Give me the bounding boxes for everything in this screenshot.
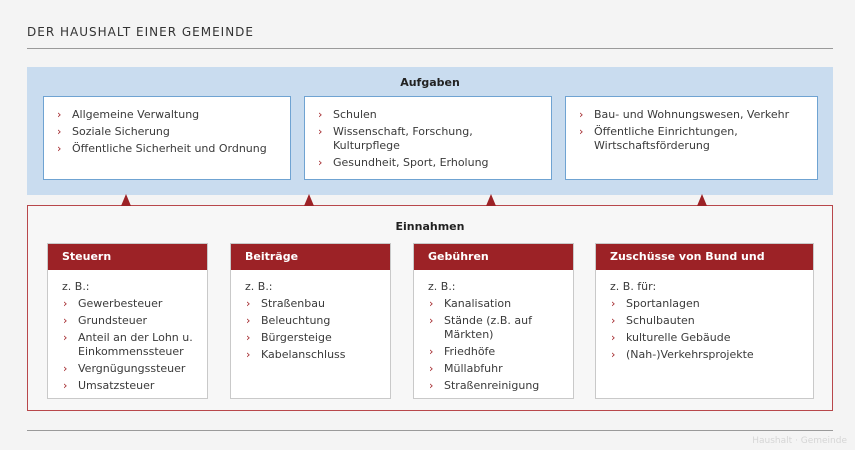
chevron-right-icon: › [429, 345, 434, 358]
list-item: ›Gewerbesteuer [63, 297, 163, 310]
chevron-right-icon: › [429, 362, 434, 375]
aufgaben-title: Aufgaben [400, 76, 460, 89]
einnahmen-title: Einnahmen [395, 220, 465, 233]
list-item: ›Grundsteuer [63, 314, 148, 327]
einnahmen-panel: Einnahmen Steuern z. B.: ›Gewerbesteuer … [27, 205, 833, 411]
aufgaben-box-2: ›Schulen ›Wissenschaft, Forschung, Kultu… [304, 96, 552, 180]
list-item: ›Kabelanschluss [246, 348, 346, 361]
chevron-right-icon: › [57, 142, 62, 155]
arrow-up-icon [697, 194, 707, 206]
chevron-right-icon: › [63, 314, 68, 327]
income-box-gebuehren: Gebühren z. B.: ›Kanalisation ›Stände (z… [413, 243, 574, 399]
list-item: ›Anteil an der Lohn u. Einkommenssteuer [63, 331, 193, 358]
list-item: ›Straßenbau [246, 297, 325, 310]
chevron-right-icon: › [318, 125, 323, 138]
page-title: DER HAUSHALT EINER GEMEINDE [27, 25, 255, 39]
aufgaben-panel: Aufgaben ›Allgemeine Verwaltung ›Soziale… [27, 67, 833, 195]
list-item: ›Allgemeine Verwaltung [57, 108, 200, 121]
arrow-up-icon [121, 194, 131, 206]
chevron-right-icon: › [318, 156, 323, 169]
list-item: ›Bau- und Wohnungswesen, Verkehr [579, 108, 790, 121]
chevron-right-icon: › [611, 348, 616, 361]
list-item: ›Öffentliche Sicherheit und Ordnung [57, 142, 267, 155]
watermark: Haushalt · Gemeinde [752, 436, 847, 446]
income-intro: z. B.: [62, 280, 90, 293]
list-item: ›Stände (z.B. auf Märkten) [429, 314, 532, 341]
chevron-right-icon: › [246, 314, 251, 327]
chevron-right-icon: › [429, 379, 434, 392]
list-item: ›Müllabfuhr [429, 362, 503, 375]
income-intro: z. B.: [245, 280, 273, 293]
income-box-header: Zuschüsse von Bund und Ländern [596, 244, 813, 289]
list-item: ›Beleuchtung [246, 314, 331, 327]
chevron-right-icon: › [579, 125, 584, 138]
list-item: ›Vergnügungssteuer [63, 362, 186, 375]
chevron-right-icon: › [57, 108, 62, 121]
chevron-right-icon: › [611, 297, 616, 310]
income-box-zuschuesse: Zuschüsse von Bund und Ländern z. B. für… [595, 243, 814, 399]
income-intro: z. B.: [428, 280, 456, 293]
list-item: ›(Nah-)Verkehrsprojekte [611, 348, 754, 361]
list-item: ›Umsatzsteuer [63, 379, 155, 392]
list-item: ›Bürgersteige [246, 331, 332, 344]
chevron-right-icon: › [246, 348, 251, 361]
chevron-right-icon: › [611, 314, 616, 327]
chevron-right-icon: › [246, 297, 251, 310]
income-intro: z. B. für: [610, 280, 657, 293]
chevron-right-icon: › [57, 125, 62, 138]
list-item: ›kulturelle Gebäude [611, 331, 731, 344]
income-box-header: Beiträge [231, 244, 390, 270]
list-item: ›Friedhöfe [429, 345, 496, 358]
income-box-steuern: Steuern z. B.: ›Gewerbesteuer ›Grundsteu… [47, 243, 208, 399]
chevron-right-icon: › [429, 297, 434, 310]
chevron-right-icon: › [579, 108, 584, 121]
chevron-right-icon: › [318, 108, 323, 121]
chevron-right-icon: › [63, 331, 68, 344]
list-item: ›Schulbauten [611, 314, 695, 327]
list-item: ›Straßenreinigung [429, 379, 540, 392]
aufgaben-box-3: ›Bau- und Wohnungswesen, Verkehr ›Öffent… [565, 96, 818, 180]
chevron-right-icon: › [246, 331, 251, 344]
list-item: ›Öffentliche Einrichtungen, Wirtschaftsf… [579, 125, 738, 152]
list-item: ›Sportanlagen [611, 297, 700, 310]
income-box-header: Gebühren [414, 244, 573, 270]
list-item: ›Wissenschaft, Forschung, Kulturpflege [318, 125, 473, 152]
chevron-right-icon: › [63, 297, 68, 310]
list-item: ›Soziale Sicherung [57, 125, 170, 138]
top-divider [27, 48, 833, 49]
arrow-up-icon [304, 194, 314, 206]
bottom-divider [27, 430, 833, 431]
list-item: ›Schulen [318, 108, 377, 121]
arrow-up-icon [486, 194, 496, 206]
income-box-beitraege: Beiträge z. B.: ›Straßenbau ›Beleuchtung… [230, 243, 391, 399]
chevron-right-icon: › [63, 362, 68, 375]
chevron-right-icon: › [429, 314, 434, 327]
chevron-right-icon: › [611, 331, 616, 344]
aufgaben-box-1: ›Allgemeine Verwaltung ›Soziale Sicherun… [43, 96, 291, 180]
chevron-right-icon: › [63, 379, 68, 392]
list-item: ›Kanalisation [429, 297, 512, 310]
income-box-header: Steuern [48, 244, 207, 270]
list-item: ›Gesundheit, Sport, Erholung [318, 156, 489, 169]
